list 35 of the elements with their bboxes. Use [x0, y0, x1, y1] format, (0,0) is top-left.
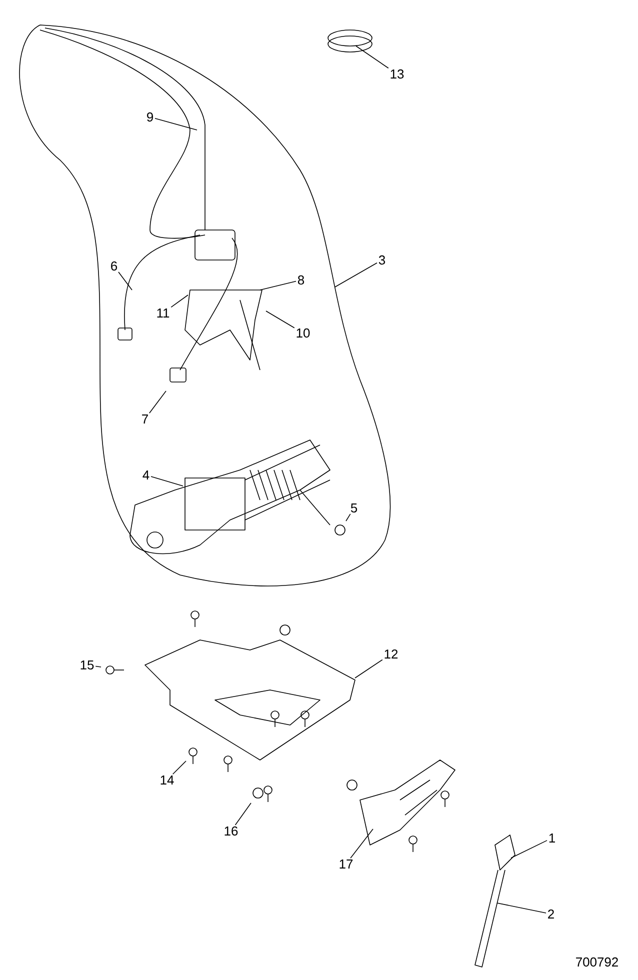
- callout-number: 3: [378, 255, 386, 265]
- callout-number: 5: [350, 504, 358, 513]
- callout-number: 9: [147, 112, 153, 122]
- leader-line: [350, 828, 374, 859]
- leader-line: [266, 310, 295, 328]
- callout-number: 16: [224, 826, 238, 836]
- callout-number: 14: [160, 776, 174, 784]
- callout-number: 4: [142, 470, 150, 480]
- callout-number: 1: [549, 834, 555, 842]
- callout-number: 8: [298, 275, 304, 285]
- callout-number: 13: [390, 69, 404, 79]
- leader-line: [148, 390, 166, 414]
- leader-line: [95, 666, 102, 668]
- callout-number: 11: [157, 308, 170, 318]
- leader-line: [354, 659, 383, 678]
- callout-number: 12: [384, 649, 398, 659]
- callout-number: 10: [296, 328, 310, 338]
- leader-line: [334, 262, 378, 288]
- leader-line: [150, 476, 184, 486]
- callout-number: 2: [548, 909, 554, 919]
- leader-line: [260, 280, 296, 290]
- leader-line: [510, 840, 548, 858]
- leader-line: [356, 46, 389, 69]
- callout-number: 7: [142, 414, 148, 424]
- leader-line: [170, 294, 188, 308]
- figure-number: 700792: [576, 957, 618, 967]
- callout-number: 15: [80, 660, 94, 670]
- leader-line: [172, 760, 186, 775]
- leader-line: [118, 272, 132, 290]
- leader-line: [496, 902, 546, 914]
- callout-number: 17: [340, 860, 353, 868]
- leader-line: [234, 802, 252, 826]
- leader-line: [346, 514, 351, 522]
- callout-number: 6: [111, 261, 118, 271]
- leader-line: [154, 118, 198, 130]
